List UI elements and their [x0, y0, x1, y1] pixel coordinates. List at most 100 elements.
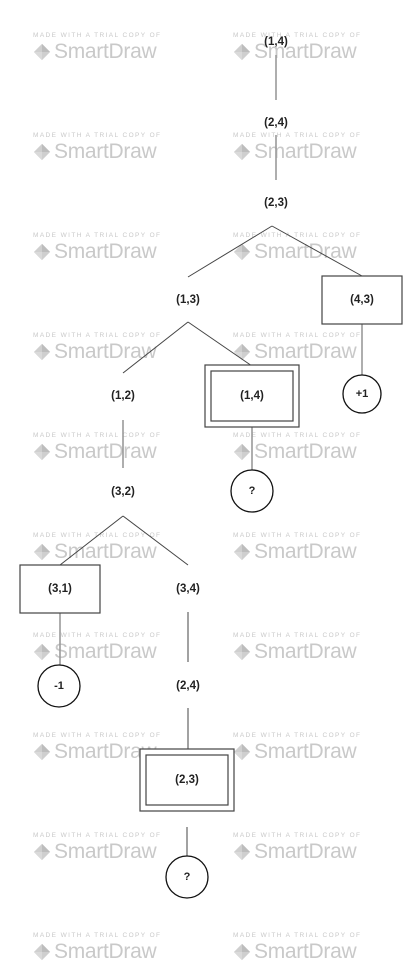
- watermark-brand: SmartDraw: [254, 740, 357, 763]
- watermark: MADE WITH A TRIAL COPY OF SmartDraw: [233, 232, 383, 272]
- smartdraw-logo-icon: [33, 143, 51, 161]
- watermark-caption: MADE WITH A TRIAL COPY OF: [33, 732, 162, 739]
- node-circle: [165, 855, 209, 899]
- watermark-brand: SmartDraw: [54, 640, 157, 663]
- watermark-brand: SmartDraw: [54, 140, 157, 163]
- smartdraw-logo-icon: [33, 543, 51, 561]
- watermark-brand: SmartDraw: [54, 840, 157, 863]
- smartdraw-logo-icon: [233, 43, 251, 61]
- watermark-caption: MADE WITH A TRIAL COPY OF: [33, 532, 162, 539]
- smartdraw-logo-icon: [233, 943, 251, 961]
- smartdraw-logo-icon: [233, 143, 251, 161]
- watermark-brand: SmartDraw: [54, 240, 157, 263]
- watermark-caption: MADE WITH A TRIAL COPY OF: [33, 632, 162, 639]
- watermark: MADE WITH A TRIAL COPY OF SmartDraw: [33, 632, 183, 672]
- watermark: MADE WITH A TRIAL COPY OF SmartDraw: [33, 232, 183, 272]
- watermark: MADE WITH A TRIAL COPY OF SmartDraw: [33, 32, 183, 72]
- watermark-brand: SmartDraw: [254, 540, 357, 563]
- node-label-n10: ?: [248, 485, 256, 497]
- node-circle: [342, 374, 382, 414]
- node-box: [321, 275, 403, 325]
- watermark: MADE WITH A TRIAL COPY OF SmartDraw: [233, 932, 383, 972]
- watermark: MADE WITH A TRIAL COPY OF SmartDraw: [233, 332, 383, 372]
- watermark: MADE WITH A TRIAL COPY OF SmartDraw: [233, 532, 383, 572]
- smartdraw-logo-icon: [233, 443, 251, 461]
- watermark: MADE WITH A TRIAL COPY OF SmartDraw: [233, 732, 383, 772]
- watermark-caption: MADE WITH A TRIAL COPY OF: [33, 132, 162, 139]
- watermark-caption: MADE WITH A TRIAL COPY OF: [233, 932, 362, 939]
- watermark-caption: MADE WITH A TRIAL COPY OF: [233, 632, 362, 639]
- node-box-outer: [204, 364, 300, 428]
- watermark-brand: SmartDraw: [254, 40, 357, 63]
- smartdraw-logo-icon: [233, 843, 251, 861]
- smartdraw-logo-icon: [33, 643, 51, 661]
- node-label-n12: (3,4): [176, 583, 200, 595]
- smartdraw-logo-icon: [33, 343, 51, 361]
- tree-edge: [59, 515, 124, 566]
- watermark: MADE WITH A TRIAL COPY OF SmartDraw: [33, 132, 183, 172]
- watermark: MADE WITH A TRIAL COPY OF SmartDraw: [33, 732, 183, 772]
- node-label-n14: (2,4): [176, 680, 200, 692]
- watermark-brand: SmartDraw: [54, 340, 157, 363]
- watermark: MADE WITH A TRIAL COPY OF SmartDraw: [33, 932, 183, 972]
- watermark: MADE WITH A TRIAL COPY OF SmartDraw: [233, 432, 383, 472]
- node-circle: [37, 664, 81, 708]
- watermark-brand: SmartDraw: [254, 440, 357, 463]
- watermark-brand: SmartDraw: [254, 840, 357, 863]
- watermark-caption: MADE WITH A TRIAL COPY OF: [233, 432, 362, 439]
- smartdraw-logo-icon: [233, 343, 251, 361]
- watermark-caption: MADE WITH A TRIAL COPY OF: [233, 32, 362, 39]
- node-box-inner: [145, 754, 229, 806]
- watermark: MADE WITH A TRIAL COPY OF SmartDraw: [33, 532, 183, 572]
- node-label-n9: (3,2): [111, 486, 135, 498]
- watermark: MADE WITH A TRIAL COPY OF SmartDraw: [33, 332, 183, 372]
- watermark-caption: MADE WITH A TRIAL COPY OF: [233, 532, 362, 539]
- watermark-brand: SmartDraw: [54, 440, 157, 463]
- tree-edge: [122, 321, 189, 374]
- node-label-n11: (3,1): [48, 583, 72, 595]
- tree-edge: [271, 225, 363, 277]
- watermark: MADE WITH A TRIAL COPY OF SmartDraw: [33, 432, 183, 472]
- watermark-caption: MADE WITH A TRIAL COPY OF: [33, 932, 162, 939]
- watermark-brand: SmartDraw: [254, 340, 357, 363]
- watermark-caption: MADE WITH A TRIAL COPY OF: [233, 732, 362, 739]
- smartdraw-logo-icon: [33, 743, 51, 761]
- smartdraw-logo-icon: [33, 443, 51, 461]
- watermark-caption: MADE WITH A TRIAL COPY OF: [33, 232, 162, 239]
- node-label-n13: -1: [54, 680, 64, 692]
- watermark-caption: MADE WITH A TRIAL COPY OF: [233, 832, 362, 839]
- node-label-n15: (2,3): [175, 774, 199, 786]
- tree-edge: [187, 225, 273, 278]
- watermark-caption: MADE WITH A TRIAL COPY OF: [33, 832, 162, 839]
- node-label-n7: (1,4): [240, 390, 264, 402]
- watermark: MADE WITH A TRIAL COPY OF SmartDraw: [233, 832, 383, 872]
- node-label-n5: (4,3): [350, 294, 374, 306]
- watermark-caption: MADE WITH A TRIAL COPY OF: [233, 132, 362, 139]
- node-label-n4: (1,3): [176, 294, 200, 306]
- smartdraw-logo-icon: [233, 643, 251, 661]
- watermark-brand: SmartDraw: [54, 740, 157, 763]
- tree-edge: [187, 321, 253, 367]
- watermark-brand: SmartDraw: [254, 640, 357, 663]
- watermark-brand: SmartDraw: [54, 540, 157, 563]
- tree-edge: [122, 515, 189, 566]
- watermark-caption: MADE WITH A TRIAL COPY OF: [33, 332, 162, 339]
- watermark-brand: SmartDraw: [54, 40, 157, 63]
- node-box: [19, 564, 101, 614]
- node-label-n3: (2,3): [264, 197, 288, 209]
- node-label-n6: (1,2): [111, 390, 135, 402]
- watermark: MADE WITH A TRIAL COPY OF SmartDraw: [233, 32, 383, 72]
- smartdraw-logo-icon: [33, 43, 51, 61]
- node-box-inner: [210, 370, 294, 422]
- node-box-outer: [139, 748, 235, 812]
- watermark-brand: SmartDraw: [54, 940, 157, 963]
- smartdraw-logo-icon: [33, 843, 51, 861]
- smartdraw-logo-icon: [233, 743, 251, 761]
- node-circle: [230, 469, 274, 513]
- watermark-caption: MADE WITH A TRIAL COPY OF: [33, 432, 162, 439]
- watermark-caption: MADE WITH A TRIAL COPY OF: [33, 32, 162, 39]
- watermark-brand: SmartDraw: [254, 940, 357, 963]
- smartdraw-logo-icon: [33, 943, 51, 961]
